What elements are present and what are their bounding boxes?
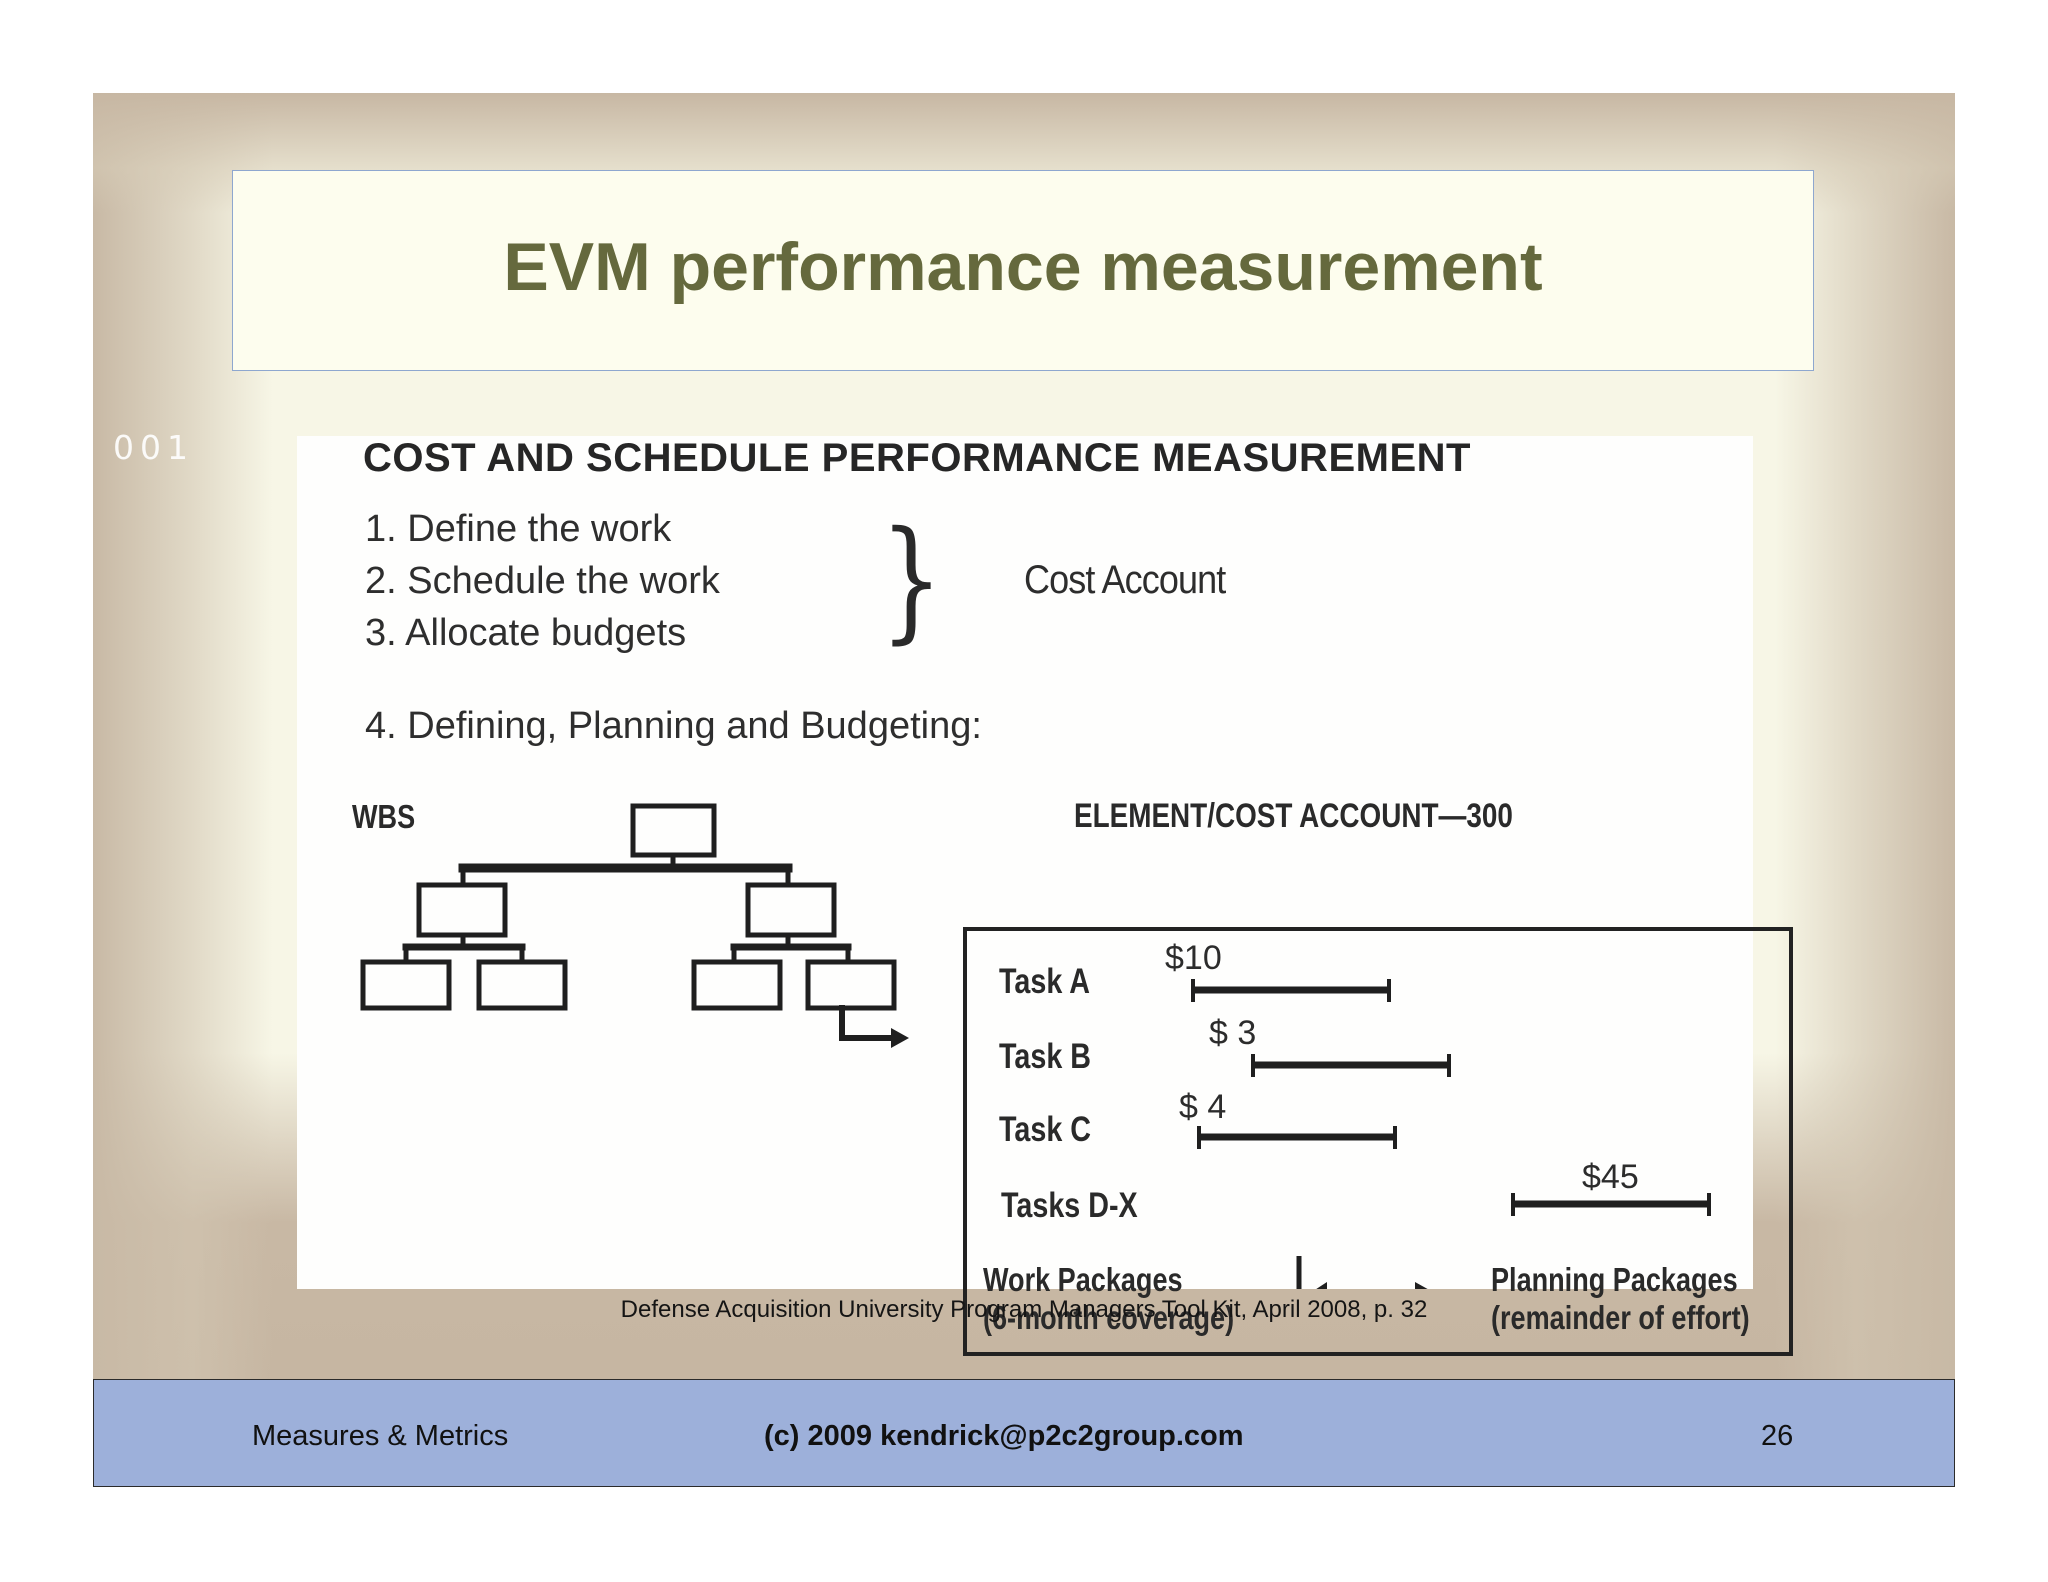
work-packages-line-2: (6-month coverage) bbox=[983, 1299, 1235, 1336]
wbs-leaf-node bbox=[360, 959, 452, 1011]
task-c-amount: $ 4 bbox=[1179, 1088, 1227, 1126]
wbs-leaf-node bbox=[476, 959, 568, 1011]
wbs-diagram bbox=[360, 803, 1711, 1289]
work-packages-label: Work Packages (6-month coverage) bbox=[983, 1261, 1234, 1337]
figure-heading: COST AND SCHEDULE PERFORMANCE MEASUREMEN… bbox=[363, 436, 1471, 480]
wbs-label: WBS bbox=[352, 798, 416, 835]
work-packages-line-1: Work Packages bbox=[983, 1261, 1183, 1298]
element-cost-account-label: ELEMENT/COST ACCOUNT—300 bbox=[1074, 797, 1513, 835]
planning-packages-label: Planning Packages (remainder of effort) bbox=[1491, 1261, 1750, 1337]
wbs-arrow-head bbox=[891, 1028, 909, 1048]
slide-footer: Measures & Metrics (c) 2009 kendrick@p2c… bbox=[93, 1379, 1955, 1487]
task-b-amount: $ 3 bbox=[1209, 1014, 1257, 1052]
slide: EVM performance measurement 001 COST AND… bbox=[93, 93, 1955, 1380]
source-citation: Defense Acquisition University Program M… bbox=[620, 1296, 1428, 1323]
tasks-dx-label: Tasks D-X bbox=[1001, 1186, 1138, 1225]
wbs-leaf-node bbox=[805, 959, 897, 1011]
cost-account-label: Cost Account bbox=[1024, 558, 1226, 602]
footer-section-title: Measures & Metrics bbox=[252, 1420, 509, 1452]
planning-packages-line-2: (remainder of effort) bbox=[1491, 1299, 1750, 1336]
footer-page-number: 26 bbox=[1761, 1420, 1794, 1452]
step-defining-planning-budgeting: 4. Defining, Planning and Budgeting: bbox=[365, 705, 982, 747]
task-a-label: Task A bbox=[999, 962, 1090, 1001]
wbs-mid-node-right bbox=[745, 882, 837, 938]
step-allocate-budgets: 3. Allocate budgets bbox=[365, 612, 687, 654]
brace-glyph: } bbox=[880, 503, 943, 657]
task-c-label: Task C bbox=[999, 1110, 1091, 1149]
slide-marker-text: 001 bbox=[113, 428, 194, 467]
wbs-mid-node-left bbox=[416, 882, 508, 938]
task-a-amount: $10 bbox=[1165, 939, 1222, 977]
wbs-continuation-arrow bbox=[839, 1005, 899, 1041]
planning-packages-line-1: Planning Packages bbox=[1491, 1261, 1738, 1298]
footer-copyright: (c) 2009 kendrick@p2c2group.com bbox=[764, 1420, 1244, 1452]
step-define-work: 1. Define the work bbox=[365, 508, 672, 550]
wbs-root-node bbox=[630, 803, 717, 858]
title-box: EVM performance measurement bbox=[232, 170, 1814, 371]
task-b-label: Task B bbox=[999, 1037, 1091, 1076]
step-schedule-work: 2. Schedule the work bbox=[365, 560, 720, 602]
figure-panel: COST AND SCHEDULE PERFORMANCE MEASUREMEN… bbox=[297, 436, 1793, 1356]
wbs-leaf-node bbox=[691, 959, 783, 1011]
slide-title: EVM performance measurement bbox=[503, 228, 1543, 305]
cost-account-box bbox=[963, 927, 1793, 1356]
tasks-dx-amount: $45 bbox=[1582, 1158, 1639, 1196]
